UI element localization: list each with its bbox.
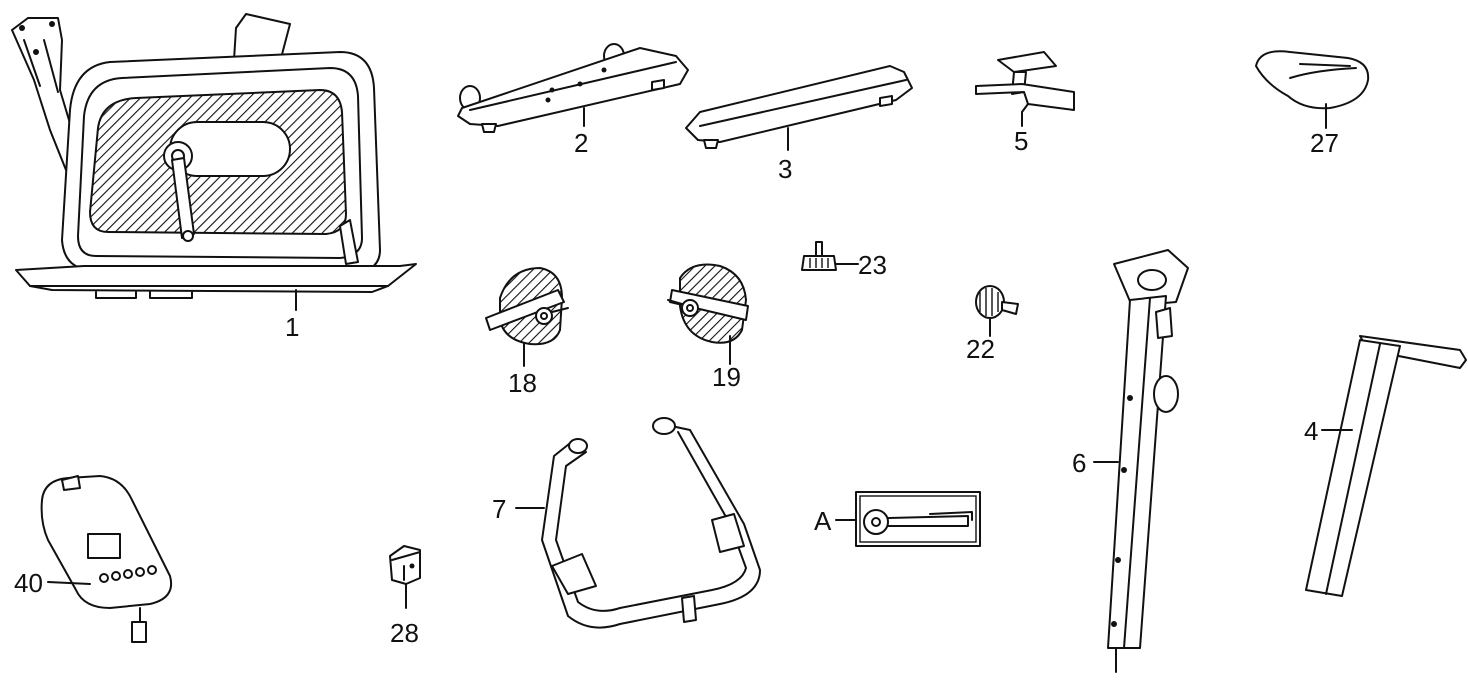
part-label-6: 6 [1072,448,1087,478]
part-label-27: 27 [1310,128,1339,158]
part-label-2: 2 [574,128,589,158]
part-label-4: 4 [1304,416,1319,446]
handlebar-post-drawing [1305,335,1467,597]
part-label-5: 5 [1014,126,1029,156]
part-label-1: 1 [285,312,300,342]
console-drawing [40,475,172,643]
tool-kit-drawing [835,491,981,547]
clamp-drawing [389,545,421,609]
part-label-A: A [814,506,832,536]
front-stabilizer-drawing [457,43,689,133]
part-label-18: 18 [508,368,537,398]
part-label-3: 3 [778,154,793,184]
part-label-40: 40 [14,568,43,598]
rear-stabilizer-drawing [685,65,913,151]
handlebar-drawing [515,417,761,629]
part-label-7: 7 [492,494,507,524]
left-pedal-drawing [485,266,569,367]
part-label-19: 19 [712,362,741,392]
knob-23-drawing [801,241,859,271]
seat-post-drawing [1093,249,1189,673]
part-label-28: 28 [390,618,419,648]
part-label-23: 23 [858,250,887,280]
part-label-22: 22 [966,334,995,364]
knob-22-drawing [975,285,1019,337]
seat-drawing [1255,50,1370,129]
seat-bracket-drawing [975,51,1075,127]
frame-drawing [11,13,417,311]
right-pedal-drawing [667,263,749,365]
